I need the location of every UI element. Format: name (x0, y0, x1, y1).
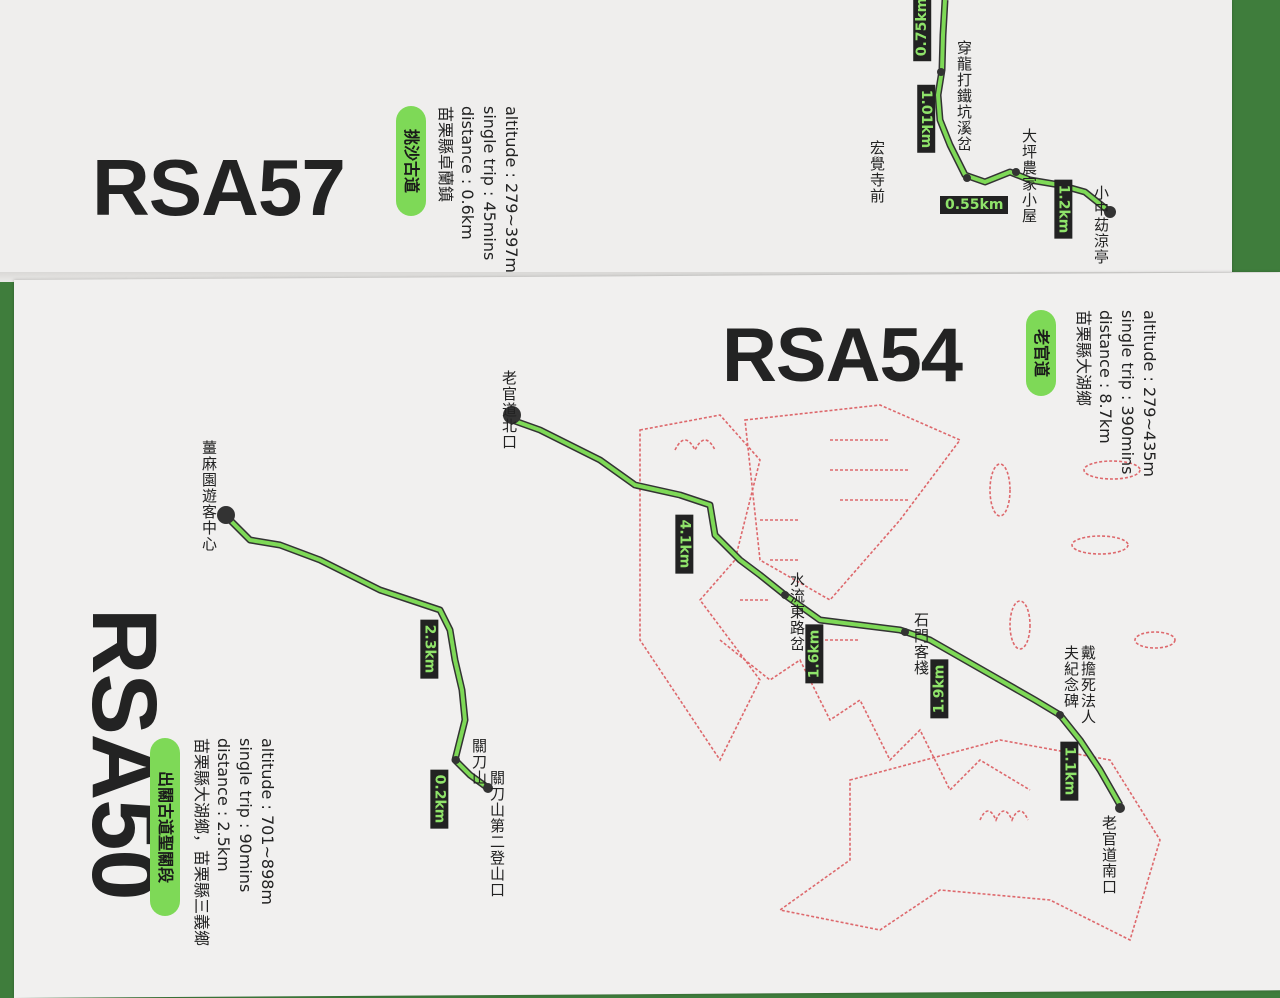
rsa54-place-2: 水流東路岔 (788, 572, 806, 652)
stamp-fish-4 (1009, 600, 1031, 650)
red-stamp-illustration (639, 404, 1176, 942)
rsa54-node-3 (1056, 711, 1064, 719)
rsa54-location: 苗栗縣大湖鄉 (1074, 310, 1093, 407)
rsa54-altitude: altitude : 279~435m (1140, 310, 1159, 478)
stamp-tree-1 (674, 439, 716, 452)
rsa50-place-2: 關刀山 (470, 738, 488, 786)
rsa54-node-1 (781, 591, 789, 599)
rsa54-name-badge: 老官道 (1026, 310, 1056, 396)
rsa50-place-3: 關刀山第二登山口 (488, 770, 506, 898)
rsa54-place-4: 戴擔死法人夫紀念碑 (1062, 645, 1097, 725)
stamp-fish-2 (989, 463, 1011, 517)
rsa54-distance: distance : 8.7km (1096, 310, 1115, 444)
route-rsa54 (503, 406, 1125, 813)
rsa57-place-3: 大坪農家小屋 (1020, 128, 1038, 224)
rsa57-place-4: 小中苭涼亭 (1092, 185, 1110, 265)
rsa54-trip: single trip : 390mins (1118, 310, 1137, 475)
rsa57-node-1 (937, 68, 945, 76)
stamp-bottom-shape (778, 739, 1161, 942)
stamp-fish-1 (1083, 460, 1141, 480)
stamp-left-shape (639, 414, 761, 762)
rsa57-segment-3: 0.55km (940, 196, 1009, 214)
rsa54-place-5: 老官道南口 (1100, 815, 1118, 895)
rsa57-place-2: 宏覺寺前 (868, 140, 886, 204)
rsa57-location: 苗栗縣卓蘭鎮 (436, 106, 455, 203)
rsa50-node-1 (452, 756, 460, 764)
paper-top-sheet (0, 0, 1232, 276)
route-code-rsa50: RSA50 (62, 608, 175, 938)
rsa50-name-badge: 出關古道聖關段 (150, 738, 180, 916)
route-code-rsa57: RSA57 (92, 143, 346, 232)
rsa54-segment-1: 4.1km (675, 514, 694, 574)
rsa50-segment-2: 0.2km (430, 769, 449, 829)
rsa57-segment-4: 1.2km (1054, 179, 1073, 239)
rsa50-location: 苗栗縣大湖鄉，苗栗縣三義鄉 (192, 738, 211, 947)
rsa57-place-1: 穿龍打鐵坑溪岔 (955, 40, 973, 152)
rsa57-name-badge: 挑沙古道 (396, 106, 426, 216)
rsa57-trip: single trip : 45mins (480, 106, 499, 261)
stamp-trees-dots (740, 439, 910, 641)
rsa50-place-1: 薑麻園遊客中心 (200, 440, 218, 552)
route-rsa54-line (510, 416, 1124, 807)
route-rsa50 (217, 506, 493, 793)
stamp-wave (719, 639, 1031, 792)
rsa54-end-point (1115, 803, 1125, 813)
stamp-fish-5 (1134, 631, 1176, 649)
stamp-tree-2 (979, 810, 1029, 822)
rsa50-end-point (483, 783, 493, 793)
rsa54-segment-4: 1.1km (1060, 741, 1079, 801)
rsa54-place-3: 石門客棧 (912, 612, 930, 676)
rsa50-trip: single trip : 90mins (236, 738, 255, 893)
rsa50-start-point (217, 506, 235, 524)
rsa54-segment-3: 1.9km (930, 659, 949, 719)
route-code-rsa54: RSA54 (722, 313, 963, 398)
rsa57-distance: distance : 0.6km (458, 106, 477, 240)
rsa50-segment-1: 2.3km (420, 619, 439, 679)
rsa54-place-1: 老官道北口 (500, 370, 518, 450)
rsa54-node-2 (901, 628, 909, 636)
stamp-fish-3 (1071, 535, 1129, 555)
stamp-middle-shape (744, 404, 962, 602)
rsa54-start-point (503, 406, 521, 424)
rsa57-end-point (1104, 206, 1116, 218)
rsa54-segment-2: 1.6km (805, 624, 824, 684)
rsa57-segment-2: 1.01km (917, 84, 936, 154)
rsa50-altitude: altitude : 701~898m (258, 738, 277, 906)
rsa57-altitude: altitude : 279~397m (502, 106, 521, 274)
rsa57-segment-1: 0.75km (913, 0, 932, 62)
rsa57-node-2 (963, 174, 971, 182)
rsa57-node-3 (1012, 168, 1020, 176)
rsa50-distance: distance : 2.5km (214, 738, 233, 872)
